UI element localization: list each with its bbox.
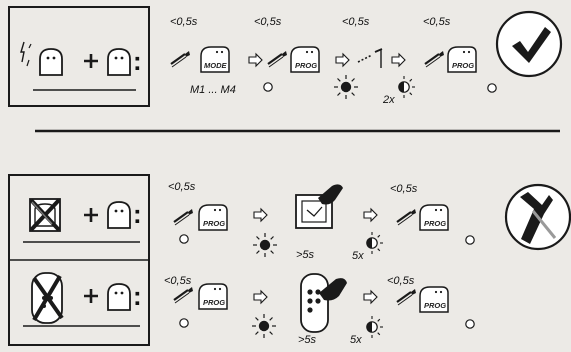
prog-button-label-6: PROG xyxy=(424,301,447,310)
timing-label-5: <0,5s xyxy=(168,181,196,193)
colon-1: : xyxy=(133,46,142,76)
prog-button-label-1: PROG xyxy=(295,61,318,70)
pen-icon-4 xyxy=(172,207,195,227)
plug-spark-icon xyxy=(20,41,32,67)
duration-label-2: >5s xyxy=(298,334,317,346)
timing-label-3: <0,5s xyxy=(342,16,370,28)
remote-icon-1 xyxy=(39,48,63,76)
checkmark-circle-icon xyxy=(495,10,563,78)
led-off-icon-5 xyxy=(179,318,189,328)
led-on-icon-2 xyxy=(252,232,278,258)
arrow-icon-3 xyxy=(391,53,406,67)
legend-box-1 xyxy=(8,6,150,107)
led-off-icon-6 xyxy=(465,319,475,329)
mode-button-label: MODE xyxy=(204,61,227,70)
repeat-label-1: 2x xyxy=(383,94,395,106)
crossed-remote-icon xyxy=(29,198,61,232)
led-off-icon-4 xyxy=(465,235,475,245)
arrow-icon-5 xyxy=(363,208,378,222)
led-on-icon-3 xyxy=(251,313,277,339)
arrow-icon-7 xyxy=(363,290,378,304)
repeat-label-3: 5x xyxy=(350,334,362,346)
colon-2: : xyxy=(133,199,142,229)
plus-icon-2 xyxy=(82,206,100,224)
pen-icon-5 xyxy=(395,207,418,227)
arrow-icon-2 xyxy=(335,53,350,67)
timing-label-7: <0,5s xyxy=(164,275,192,287)
box-press-icon xyxy=(295,184,343,229)
timing-label-1: <0,5s xyxy=(170,16,198,28)
pen-icon-3 xyxy=(423,49,446,69)
cross-circle-icon xyxy=(504,183,571,251)
arrow-icon-4 xyxy=(253,208,268,222)
timing-label-4: <0,5s xyxy=(423,16,451,28)
led-blink-icon-3 xyxy=(366,315,384,339)
handheld-press-icon xyxy=(300,273,347,333)
crossed-handheld-icon xyxy=(31,272,64,324)
pen-icon-2 xyxy=(266,49,289,69)
led-off-icon-1 xyxy=(263,82,273,92)
arrow-icon-1 xyxy=(248,53,263,67)
prog-button-label-3: PROG xyxy=(203,219,226,228)
led-off-icon-2 xyxy=(487,83,497,93)
pen-icon-1 xyxy=(169,49,192,69)
repeat-label-2: 5x xyxy=(352,250,364,262)
colon-3: : xyxy=(133,281,142,311)
mode-range-label: M1 ... M4 xyxy=(190,84,236,96)
prog-button-label-4: PROG xyxy=(424,219,447,228)
plus-icon-3 xyxy=(82,287,100,305)
prog-button-label-5: PROG xyxy=(203,298,226,307)
remote-icon-2 xyxy=(107,48,131,76)
plus-icon-1 xyxy=(82,52,100,70)
remote-icon-4 xyxy=(107,283,131,311)
led-blink-icon-2 xyxy=(366,231,384,255)
led-on-icon-1 xyxy=(333,74,359,100)
duration-label-1: >5s xyxy=(296,249,315,261)
arrow-icon-6 xyxy=(253,290,268,304)
timing-label-8: <0,5s xyxy=(387,275,415,287)
timing-label-6: <0,5s xyxy=(390,183,418,195)
prog-button-label-2: PROG xyxy=(452,61,475,70)
led-off-icon-3 xyxy=(179,234,189,244)
pin-press-icon xyxy=(357,48,383,68)
timing-label-2: <0,5s xyxy=(254,16,282,28)
pen-icon-7 xyxy=(395,287,418,307)
remote-icon-3 xyxy=(107,201,131,229)
led-blink-icon-1 xyxy=(398,75,416,99)
pen-icon-6 xyxy=(172,285,195,305)
